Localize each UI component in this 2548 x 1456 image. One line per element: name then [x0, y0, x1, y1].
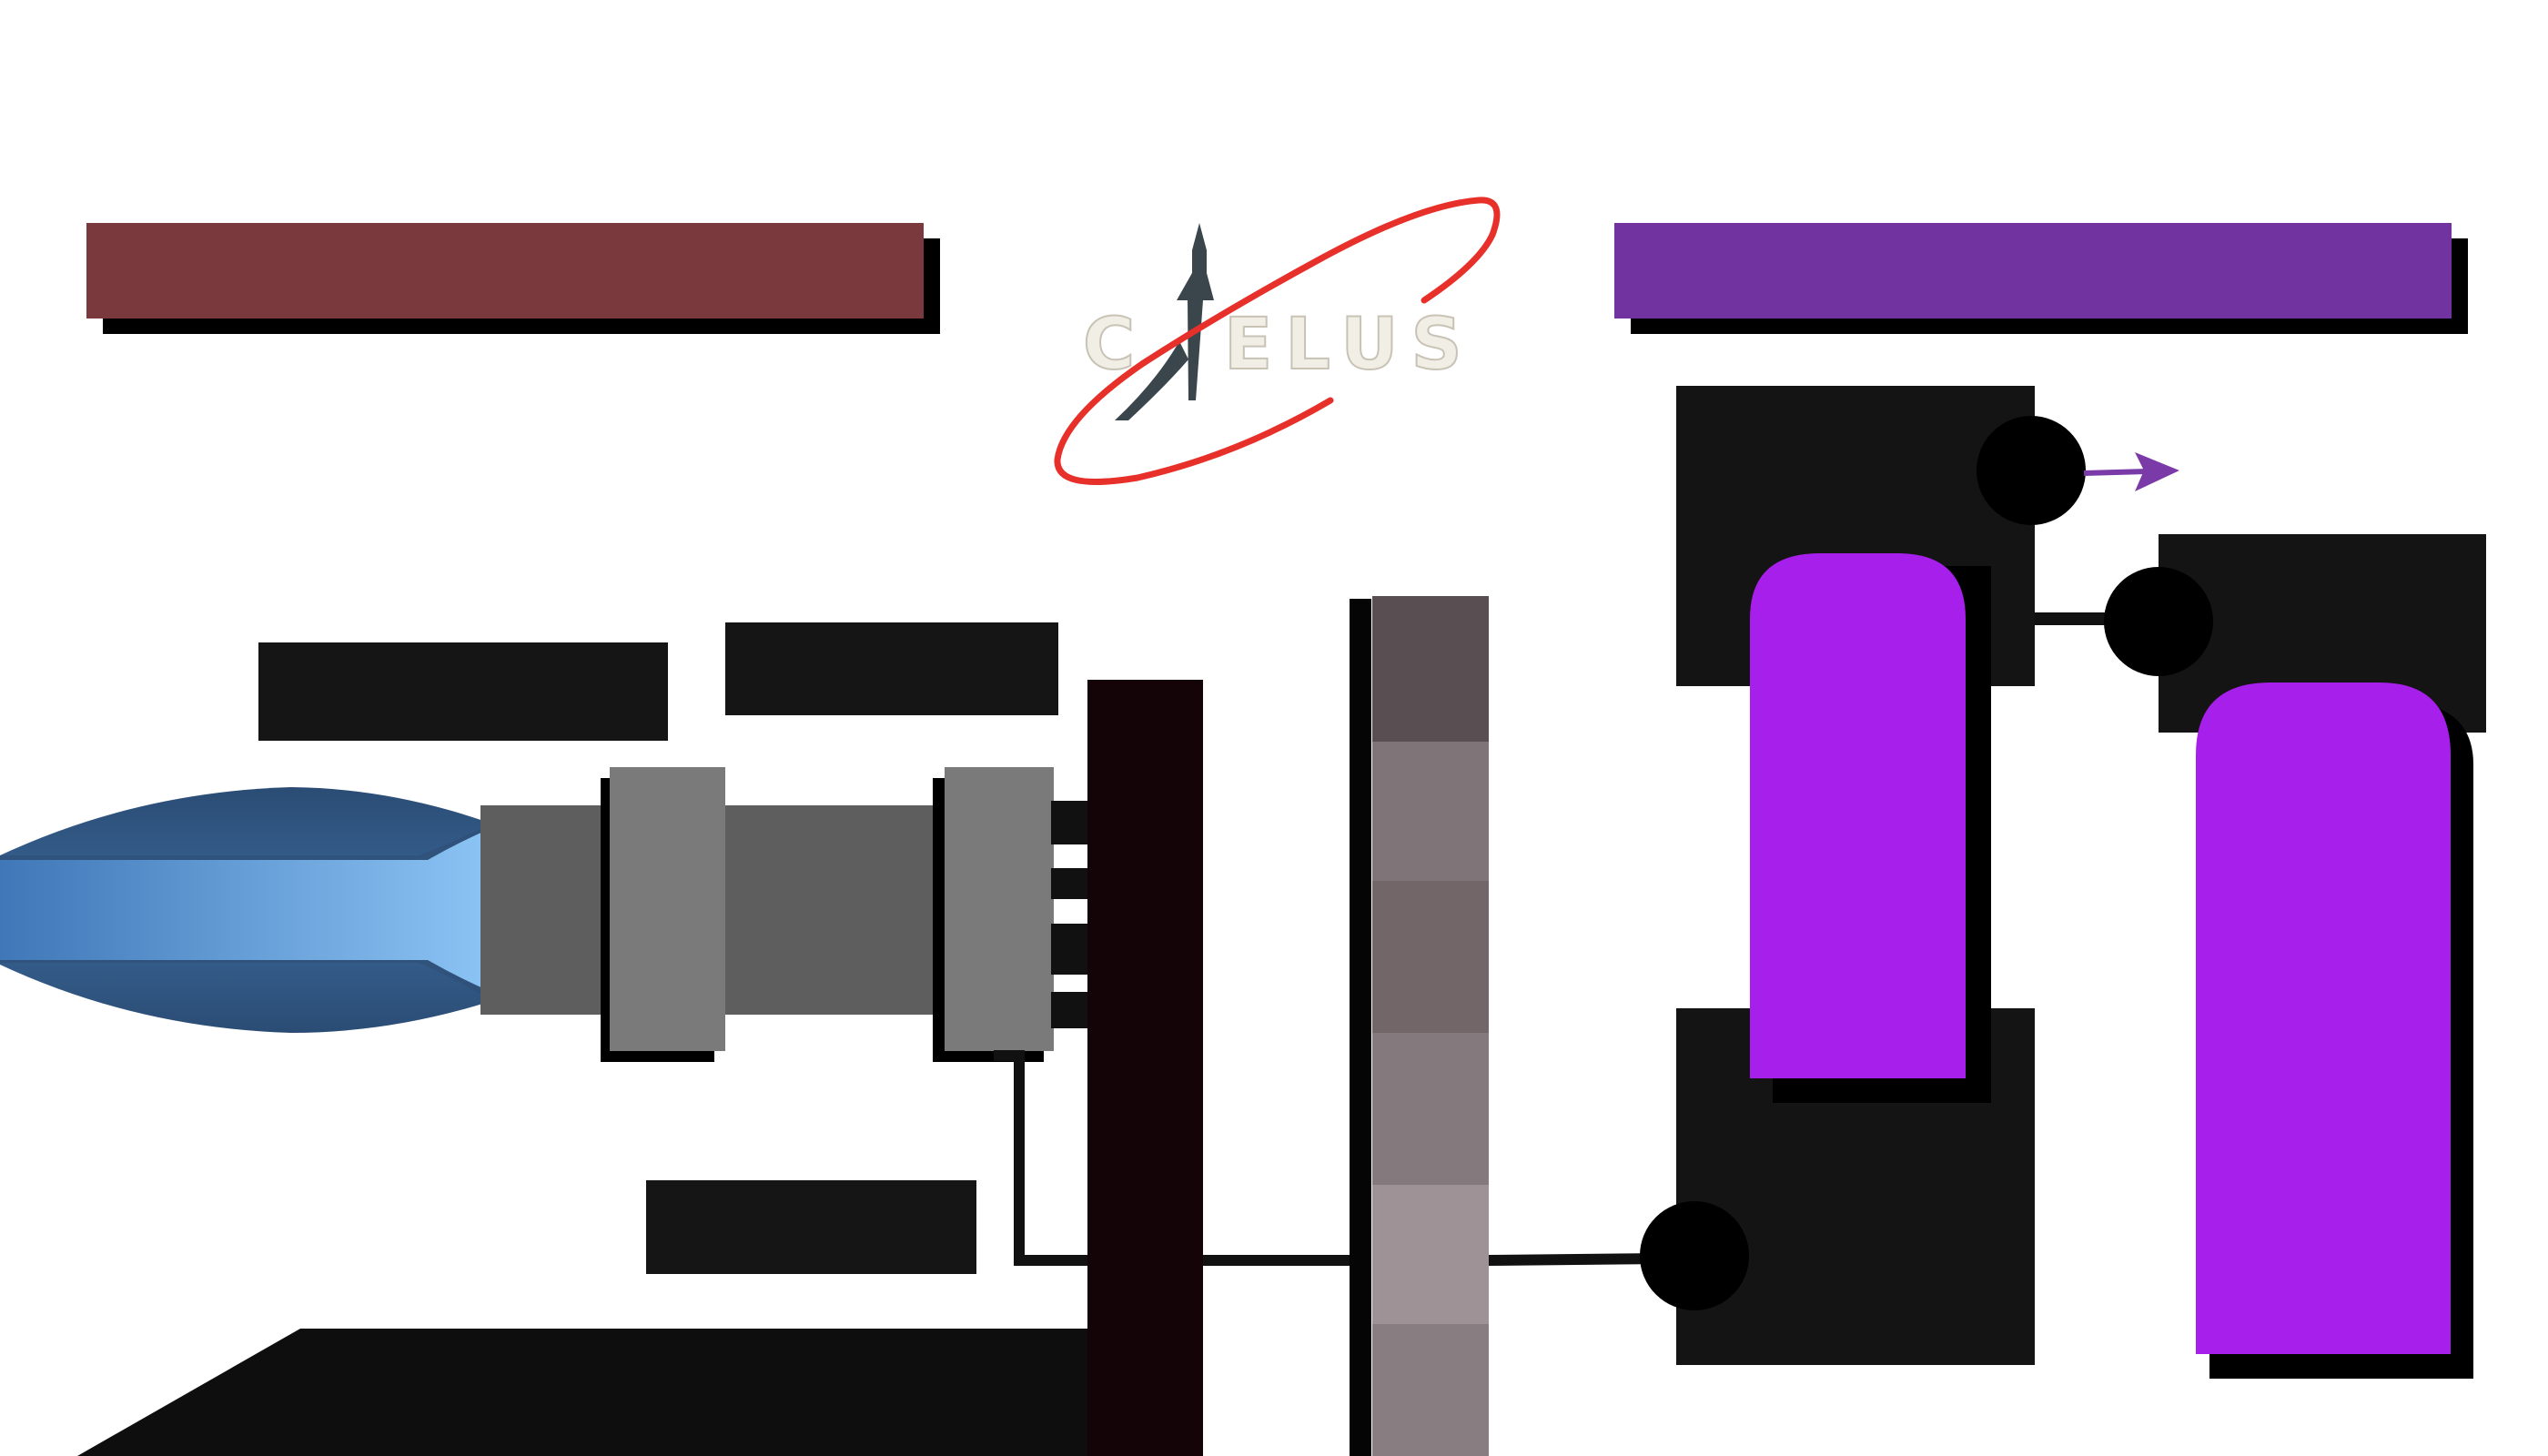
- right-header-bar: [1614, 223, 2468, 334]
- tank-left-body: [1750, 553, 1966, 1078]
- feed-line-tank: [1487, 1253, 1666, 1266]
- label-block-2: [725, 622, 1058, 715]
- tank-right-body: [2196, 682, 2451, 1354]
- injector-strut-3: [1051, 924, 1092, 975]
- feed-line-chamber: [994, 1050, 1087, 1266]
- interstage-segment: [1372, 1033, 1489, 1185]
- right-header-bar-fill: [1614, 223, 2452, 318]
- flange-right: [933, 767, 1054, 1062]
- injector-strut-1: [1051, 801, 1092, 844]
- flange-left-body: [610, 767, 725, 1051]
- output-arrow: [2083, 452, 2179, 491]
- logo-letters-elus: ELUS: [1224, 304, 1475, 386]
- ground-platform: [77, 1329, 1092, 1456]
- interstage-segment: [1372, 1324, 1489, 1456]
- injector-strut-4: [1051, 992, 1092, 1028]
- node-bottom: [1640, 1201, 1749, 1310]
- logo-orbit-ring: [1054, 197, 1501, 485]
- engine-bulkhead: [1087, 680, 1203, 1456]
- interstage-plate: [1372, 596, 1489, 1456]
- rocket-icon: [1115, 223, 1214, 420]
- node-middle: [2104, 567, 2213, 676]
- arrow-head: [2135, 452, 2179, 491]
- left-header-bar-fill: [86, 223, 924, 318]
- node-top: [1977, 416, 2086, 525]
- flange-right-body: [945, 767, 1054, 1051]
- flange-left: [601, 767, 725, 1062]
- label-block-1: [258, 642, 668, 741]
- interstage-segment: [1372, 881, 1489, 1033]
- interstage-rail: [1350, 599, 1371, 1456]
- injector-strut-2: [1051, 868, 1092, 899]
- propellant-tank-left: [1750, 553, 1991, 1103]
- propellant-tank-right: [2196, 682, 2473, 1379]
- exhaust-plume: [0, 787, 491, 1033]
- left-header-bar: [86, 223, 940, 334]
- interstage-segment: [1372, 742, 1489, 881]
- caelus-logo: C ELUS: [1054, 197, 1501, 485]
- interstage-segment: [1372, 596, 1489, 742]
- interstage-segment: [1372, 1185, 1489, 1324]
- label-block-3: [646, 1180, 976, 1274]
- plume-core: [0, 828, 491, 992]
